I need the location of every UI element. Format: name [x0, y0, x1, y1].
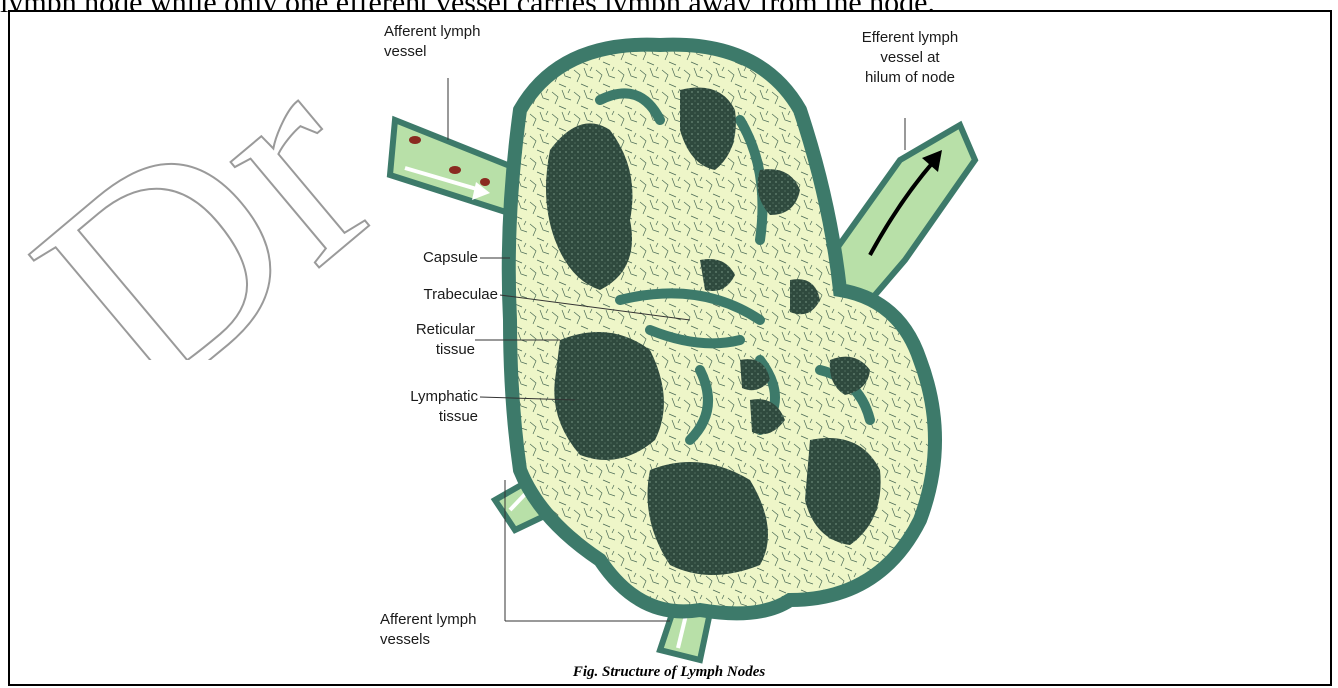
label-efferent: Efferent lymph vessel at hilum of node: [830, 28, 990, 88]
watermark-logo: Dr: [0, 0, 380, 360]
lymphatic-nodule-4: [554, 332, 664, 460]
label-afferent-bottom: Afferent lymph vessels: [380, 610, 508, 650]
label-lymphatic: Lymphatic tissue: [360, 387, 478, 427]
svg-text:Dr: Dr: [0, 3, 380, 360]
label-reticular: Reticular tissue: [360, 320, 475, 360]
label-trabeculae: Trabeculae: [370, 285, 498, 305]
figure-caption: Fig. Structure of Lymph Nodes: [0, 664, 1338, 681]
label-capsule: Capsule: [370, 248, 478, 268]
label-afferent-top: Afferent lymph vessel: [384, 22, 480, 62]
